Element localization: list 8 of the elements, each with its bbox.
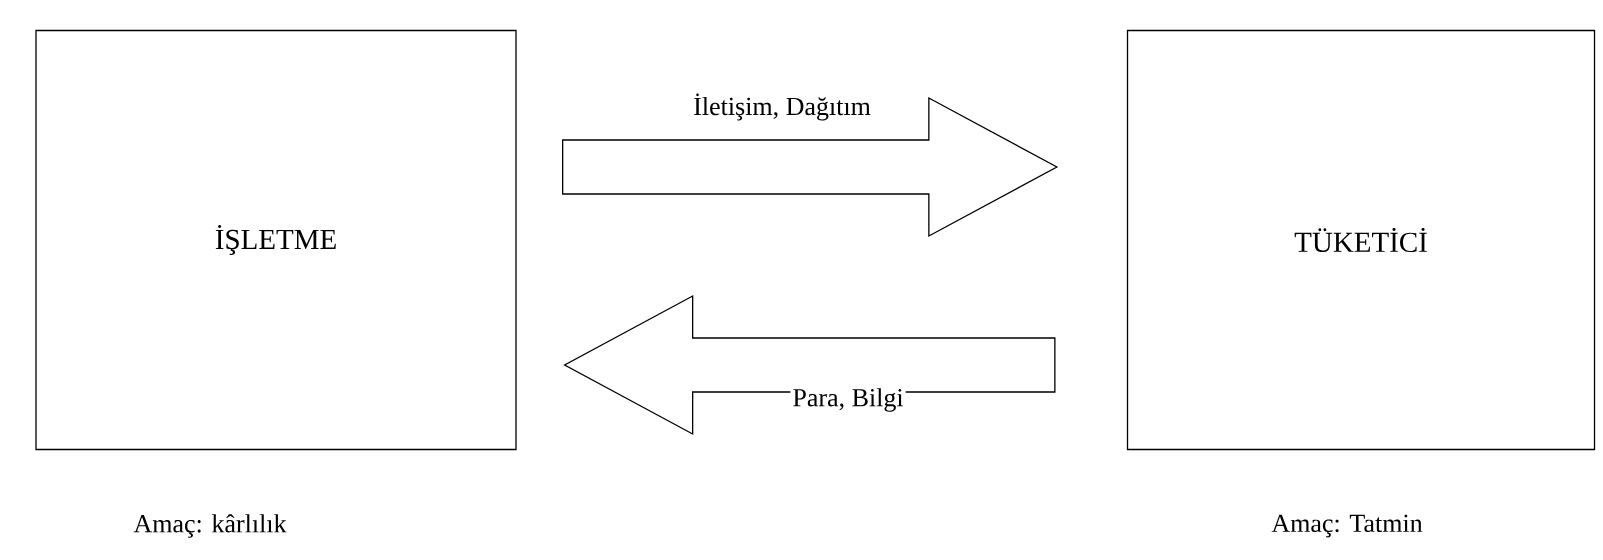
process-box: TÜKETİCİ <box>1126 29 1596 451</box>
edge-label: İletişim, Dağıtım <box>691 91 873 123</box>
process-box: İŞLETME <box>35 29 517 451</box>
caption-text: Amaç: Tatmin <box>1271 514 1423 538</box>
block-arrow <box>563 294 1056 436</box>
edge-label: Para, Bilgi <box>790 386 906 414</box>
caption-text: Amaç: kârlılık <box>133 514 287 538</box>
block-arrow <box>562 96 1059 238</box>
